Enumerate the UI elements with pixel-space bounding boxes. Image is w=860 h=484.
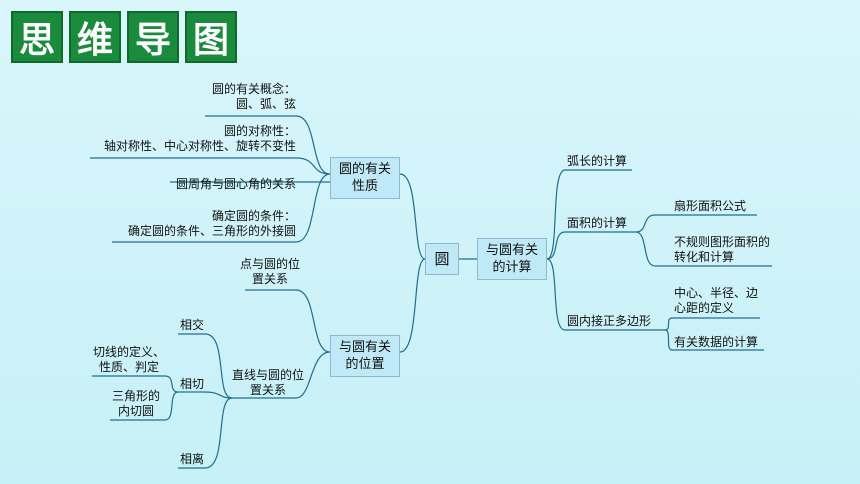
title-char-3: 导 [127,11,179,63]
leaf-determine-detail: 确定圆的条件、三角形的外接圆 [127,224,296,238]
leaf-symmetry-title: 圆的对称性： [223,124,296,138]
topic-calculation: 与圆有关的计算 [477,238,547,280]
leaf-area-calc: 面积的计算 [567,216,628,230]
leaf-incircle: 三角形的内切圆 [111,389,160,418]
leaf-point-circle: 点与圆的位置关系 [240,257,301,286]
topic-circle-position-label: 与圆有关的位置 [338,340,391,372]
leaf-inscribed-polygon: 圆内接正多边形 [567,314,652,328]
leaf-tangent-definition: 切线的定义、性质、判定 [92,345,165,374]
leaf-line-circle: 直线与圆的位置关系 [232,368,305,397]
leaf-symmetry: 圆的对称性： 轴对称性、中心对称性、旋转不变性 [80,124,296,154]
leaf-polygon-definitions: 中心、半径、边心距的定义 [674,286,759,315]
leaf-polygon-data: 有关数据的计算 [674,335,759,349]
leaf-concepts-title: 圆的有关概念： [211,82,296,96]
center-node-circle: 圆 [425,243,459,275]
topic-calculation-label: 与圆有关的计算 [485,243,538,275]
leaf-separate: 相离 [180,452,205,466]
leaf-inscribed-angle: 圆周角与圆心角的关系 [175,177,296,191]
leaf-sector-formula: 扇形面积公式 [674,199,747,213]
leaf-concepts-detail: 圆、弧、弦 [235,97,296,111]
topic-circle-properties-label: 圆的有关性质 [339,162,392,194]
title-char-1: 思 [11,11,63,63]
title-char-2: 维 [69,11,121,63]
leaf-symmetry-detail: 轴对称性、中心对称性、旋转不变性 [103,139,296,153]
topic-circle-properties: 圆的有关性质 [330,157,400,199]
leaf-determine-circle: 确定圆的条件： 确定圆的条件、三角形的外接圆 [100,209,296,239]
title-char-4: 图 [185,11,237,63]
leaf-intersect: 相交 [180,318,205,332]
leaf-concepts: 圆的有关概念： 圆、弧、弦 [160,82,296,112]
leaf-irregular-area: 不规则图形面积的转化和计算 [674,235,771,264]
leaf-arc-length: 弧长的计算 [567,154,628,168]
leaf-tangent: 相切 [180,377,205,391]
topic-circle-position: 与圆有关的位置 [330,335,400,377]
leaf-determine-title: 确定圆的条件： [211,209,296,223]
